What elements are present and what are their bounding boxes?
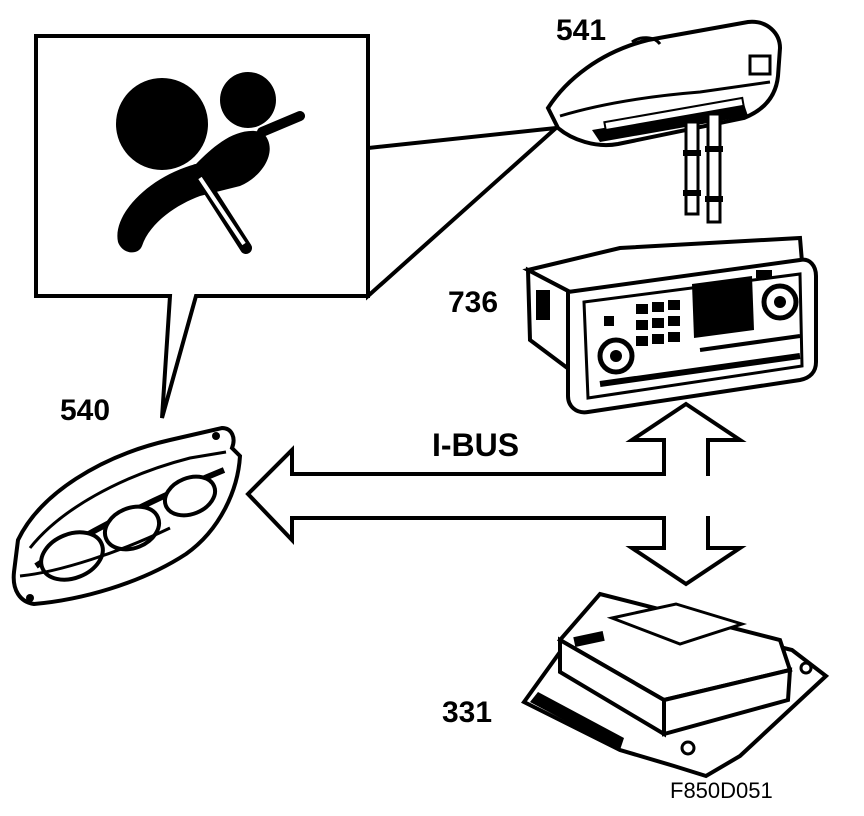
instrument-cluster bbox=[11, 425, 243, 607]
airbag-symbol-callout bbox=[34, 34, 562, 419]
callout-box bbox=[34, 34, 562, 419]
radio-unit bbox=[522, 235, 818, 415]
label-736: 736 bbox=[448, 286, 498, 319]
label-331: 331 bbox=[442, 696, 492, 729]
airbag-warning-icon bbox=[116, 72, 305, 254]
bus-label: I-BUS bbox=[432, 427, 519, 463]
figure-reference: F850D051 bbox=[670, 778, 773, 803]
label-540: 540 bbox=[60, 394, 110, 427]
ibus-arrow-horizontal bbox=[245, 445, 670, 545]
airbag-control-module bbox=[521, 591, 830, 779]
label-541: 541 bbox=[556, 14, 606, 47]
ibus-connection bbox=[245, 401, 747, 587]
airbag-indicator-unit bbox=[545, 19, 783, 224]
